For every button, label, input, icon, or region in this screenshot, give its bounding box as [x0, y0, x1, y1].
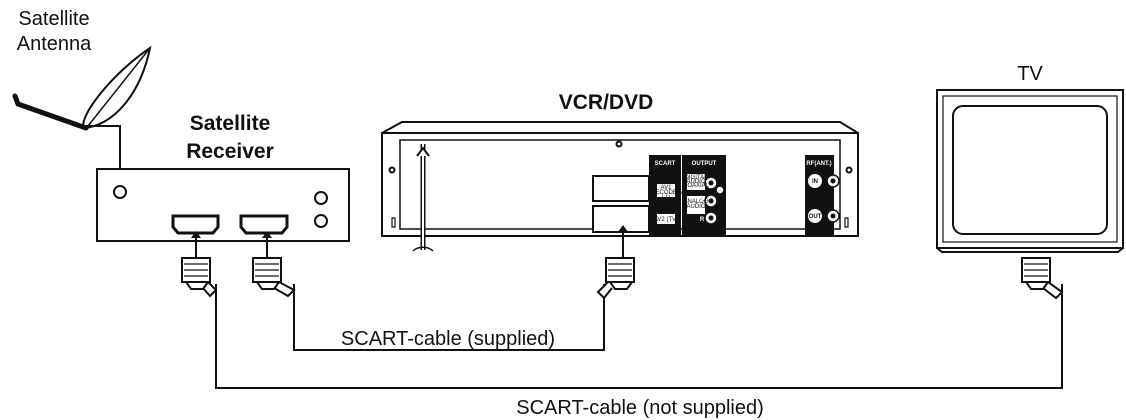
- receiver-jack-upper: [314, 191, 328, 205]
- scart-plug-vcr: [596, 257, 635, 300]
- rf-in-label: IN: [812, 179, 818, 185]
- scart-plug-receiver-1: [181, 257, 218, 298]
- receiver-scart-socket-1: [171, 214, 220, 235]
- receiver-jack-lower: [314, 214, 328, 228]
- connection-arrows: [191, 225, 628, 258]
- digital-audio-line3: COAXIAL: [683, 183, 710, 189]
- vcr-scart-socket-av1: [592, 175, 650, 202]
- scart-cable-not-supplied: [215, 284, 1063, 389]
- scart-lower-label: AV2 (TV): [654, 217, 678, 223]
- rf-out-label: OUT: [809, 214, 822, 220]
- rf-panel: [805, 155, 834, 235]
- scart-cable-supplied: [293, 284, 605, 351]
- receiver-label-line1: Satellite: [190, 112, 271, 135]
- output-header: OUTPUT: [692, 161, 717, 167]
- tv-screen: [952, 105, 1108, 235]
- vcr-label: VCR/DVD: [559, 91, 654, 114]
- scart-plug-receiver-2: [252, 257, 296, 298]
- digital-audio-line1: DIGITAL: [685, 175, 709, 181]
- scart-upper-line3: L1): [662, 195, 671, 201]
- scart-cables: [215, 284, 1063, 389]
- antenna-input-jack: [113, 185, 127, 199]
- analog-audio-line1: ANALOG: [683, 199, 708, 205]
- audio-r-mark: R: [700, 217, 705, 223]
- audio-l-mark: L: [700, 196, 704, 202]
- analog-audio-line2: AUDIO: [686, 204, 705, 210]
- cable-not-supplied-label: SCART-cable (not supplied): [516, 397, 764, 419]
- satellite-antenna: [12, 45, 152, 176]
- satellite-receiver: [96, 168, 350, 242]
- antenna-label-line1: Satellite: [18, 8, 89, 30]
- receiver-label-line2: Receiver: [186, 140, 274, 163]
- tv-label: TV: [1017, 63, 1043, 85]
- digital-audio-line2: AUDIO: [686, 179, 705, 185]
- receiver-scart-socket-2: [239, 214, 289, 235]
- vcr-scart-socket-av2: [592, 205, 650, 233]
- vcr-dvd-unit: [381, 121, 859, 252]
- rf-header: RF(ANT.): [806, 161, 831, 167]
- scart-upper-line2: (DECODER/: [649, 190, 683, 196]
- scart-header: SCART: [655, 161, 676, 167]
- scart-plug-tv: [1021, 257, 1064, 300]
- scart-upper-line1: AV1: [661, 185, 673, 191]
- tv-set: [936, 89, 1124, 253]
- output-panel: [682, 155, 726, 235]
- antenna-label-line2: Antenna: [17, 33, 92, 55]
- cable-supplied-label: SCART-cable (supplied): [341, 328, 555, 350]
